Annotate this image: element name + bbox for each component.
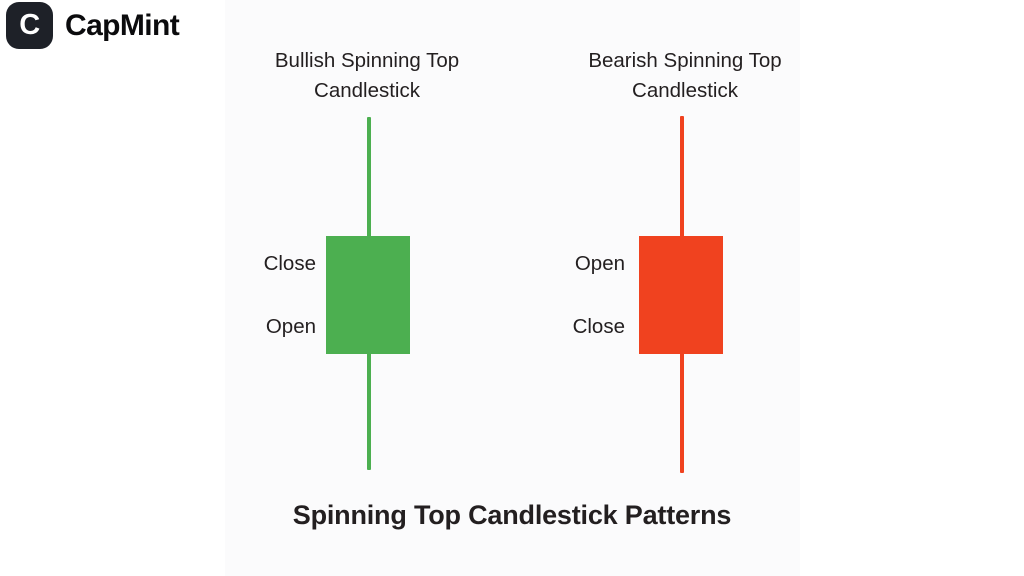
logo-letter: C <box>19 9 40 41</box>
bullish-candle-group: Bullish Spinning Top Candlestick Close O… <box>222 0 512 576</box>
brand-logo: C CapMint <box>6 2 180 49</box>
bearish-candle-title: Bearish Spinning Top Candlestick <box>540 46 830 106</box>
bearish-open-label: Open <box>574 252 625 275</box>
bullish-title-line-2: Candlestick <box>314 79 420 102</box>
bearish-title-line-1: Bearish Spinning Top <box>588 49 782 72</box>
brand-name: CapMint <box>65 8 180 42</box>
bullish-close-label: Close <box>263 252 316 275</box>
bearish-candle-body <box>639 236 723 354</box>
bearish-title-line-2: Candlestick <box>632 79 738 102</box>
bullish-candle-body <box>326 236 410 354</box>
bullish-title-line-1: Bullish Spinning Top <box>274 49 460 72</box>
bearish-candle-group: Bearish Spinning Top Candlestick Open Cl… <box>540 0 830 576</box>
capmint-logo-icon: C <box>6 2 53 49</box>
bullish-open-label: Open <box>265 315 316 338</box>
bullish-candle-title: Bullish Spinning Top Candlestick <box>222 46 512 106</box>
bearish-close-label: Close <box>572 315 625 338</box>
figure-caption: Spinning Top Candlestick Patterns <box>292 500 732 530</box>
